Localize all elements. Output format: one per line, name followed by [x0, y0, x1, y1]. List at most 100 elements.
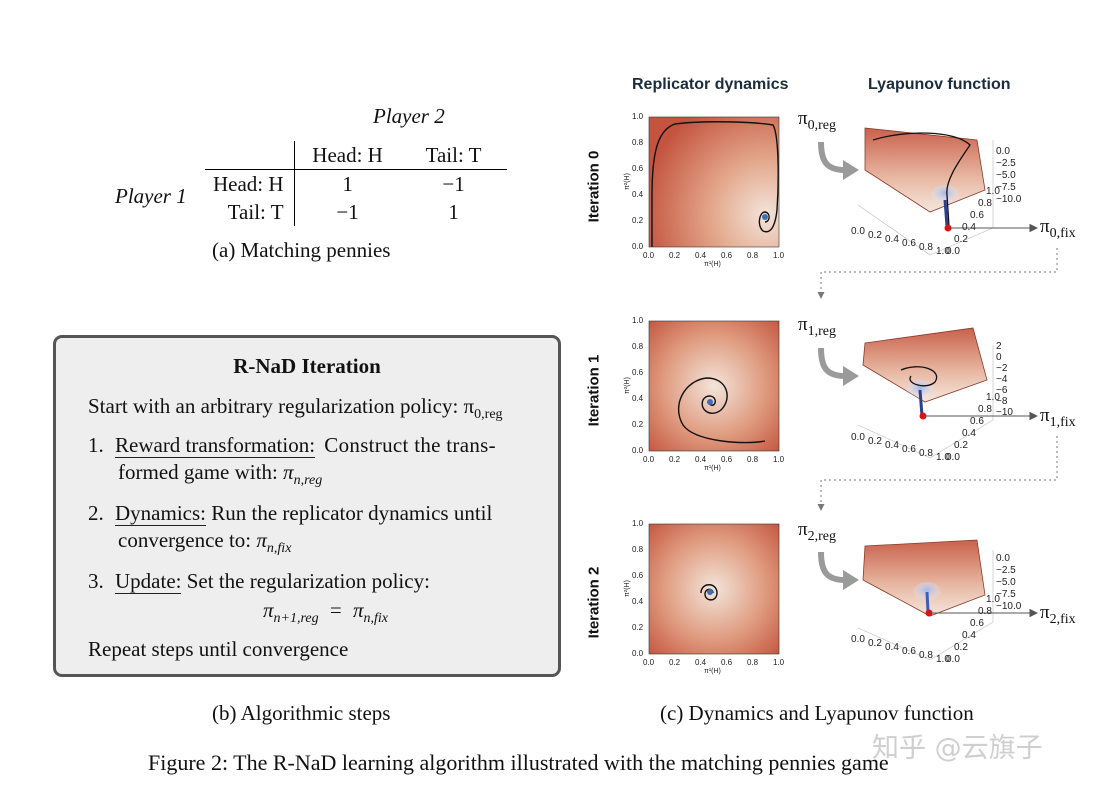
repeat-text: Repeat steps until convergence	[88, 637, 349, 661]
y-tick-label: 0.6	[632, 164, 644, 173]
y-tick-label: 0.4	[632, 190, 644, 199]
step3-rhs: π	[352, 598, 364, 622]
pi-reg-1: π1,reg	[798, 314, 836, 339]
heatmap-2	[649, 524, 779, 654]
iteration-2-row	[648, 523, 1039, 661]
y-tick-label: 1.0	[632, 316, 644, 325]
player1-label: Player 1	[115, 184, 187, 208]
start-text: Start with an arbitrary regularization p…	[88, 394, 459, 418]
spiral-center-1	[707, 399, 713, 405]
figure-caption: Figure 2: The R-NaD learning algorithm i…	[148, 750, 889, 775]
col-title-lyapunov: Lyapunov function	[868, 76, 1011, 93]
step1-symbol: π	[283, 460, 294, 484]
base-x-tick-label: 0.4	[885, 642, 899, 653]
y-tick-label: 0.2	[632, 216, 644, 225]
x-tick-label: 0.0	[643, 251, 655, 260]
base-x-tick-label: 0.0	[851, 634, 865, 645]
pi-fix-1: π1,fix	[1040, 405, 1076, 430]
z-tick-label: −5.0	[996, 170, 1016, 181]
pi-fix-0: π0,fix	[1040, 216, 1076, 241]
step2-line-b: convergence to: πn,fix	[118, 528, 291, 557]
y-tick-label: 1.0	[632, 112, 644, 121]
z-tick-label: −10	[996, 407, 1013, 418]
z-tick-label: 2	[996, 341, 1002, 352]
trajectory-1	[677, 377, 766, 444]
base-y-tick-label: 0.4	[962, 428, 976, 439]
z-tick-label: −5.0	[996, 577, 1016, 588]
pi-reg-0: π0,reg	[798, 108, 836, 133]
z-tick-label: 0	[996, 352, 1002, 363]
col-header-tail: Tail: T	[400, 141, 507, 170]
step3-equation: πn+1,reg = πn,fix	[263, 598, 388, 627]
heatmap-1	[649, 321, 779, 451]
x-tick-label: 0.2	[669, 455, 681, 464]
z-tick-label: −4	[996, 374, 1008, 385]
base-x-tick-label: 0.0	[851, 226, 865, 237]
col-header-head: Head: H	[294, 141, 401, 170]
spiral-center-2	[707, 589, 713, 595]
base-y-tick-label: 0.0	[946, 654, 960, 665]
z-tick-label: −8	[996, 396, 1008, 407]
x-tick-label: 0.8	[747, 251, 759, 260]
caption-a: (a) Matching pennies	[212, 238, 391, 262]
y-tick-label: 0.6	[632, 571, 644, 580]
base-y-tick-label: 0.8	[978, 198, 992, 209]
z-tick-label: −2	[996, 363, 1008, 374]
payoff-cell: −1	[442, 172, 465, 196]
heatmap-0	[649, 117, 779, 247]
base-y-tick-label: 0.2	[954, 642, 968, 653]
base-x-tick-label: 0.2	[868, 230, 882, 241]
y-tick-label: 0.0	[632, 242, 644, 251]
gray-arrow-2	[818, 551, 846, 583]
connector-0-1	[817, 248, 1058, 299]
y-tick-label: 0.4	[632, 597, 644, 606]
step1-line-b: formed game with: πn,reg	[118, 460, 322, 489]
x-tick-label: 1.0	[773, 251, 785, 260]
payoff-cell: 1	[448, 200, 459, 224]
fix-point-2	[925, 609, 933, 617]
step2-text-a: Run the replicator dynamics until	[211, 501, 493, 525]
x-tick-label: 0.0	[643, 658, 655, 667]
step2-name: Dynamics:	[115, 501, 206, 526]
spiral-center-0	[762, 214, 768, 220]
base-x-tick-label: 0.6	[902, 238, 916, 249]
y-tick-label: 0.6	[632, 368, 644, 377]
x-axis-label: π¹(H)	[704, 465, 721, 472]
payoff-table: Head: H Tail: T Head: H 1 −1 Tail: T −1 …	[205, 141, 507, 226]
start-sub: 0,reg	[474, 407, 503, 423]
x-tick-label: 0.8	[747, 658, 759, 667]
step3-rhs-sub: n,fix	[363, 611, 389, 627]
y-tick-label: 0.8	[632, 342, 644, 351]
step3-line-a: 3. Update: Set the regularization policy…	[88, 569, 430, 594]
iteration-1-row	[648, 320, 1039, 459]
base-y-tick-label: 0.4	[962, 222, 976, 233]
step2-text-b: convergence to:	[118, 528, 252, 552]
y-tick-label: 0.2	[632, 420, 644, 429]
base-x-tick-label: 0.6	[902, 444, 916, 455]
dynamics-figure	[648, 116, 1058, 661]
caption-c: (c) Dynamics and Lyapunov function	[660, 701, 974, 725]
base-x-tick-label: 0.0	[851, 432, 865, 443]
step1-line-a: 1. Reward transformation: Construct the …	[88, 433, 496, 458]
gray-arrow-head-2	[843, 570, 859, 590]
x-tick-label: 0.6	[721, 455, 733, 464]
y-tick-label: 0.8	[632, 138, 644, 147]
y-tick-label: 0.2	[632, 623, 644, 632]
base-y-tick-label: 1.0	[986, 594, 1000, 605]
x-tick-label: 0.4	[695, 455, 707, 464]
step3-num: 3.	[88, 569, 104, 593]
x-tick-label: 1.0	[773, 658, 785, 667]
base-y-tick-label: 0.0	[946, 246, 960, 257]
base-y-tick-label: 0.6	[970, 416, 984, 427]
base-y-tick-label: 0.0	[946, 452, 960, 463]
x-axis-label: π¹(H)	[704, 261, 721, 268]
base-y-tick-label: 0.6	[970, 210, 984, 221]
y-tick-label: 0.0	[632, 649, 644, 658]
payoff-cell: −1	[336, 200, 359, 224]
step3-lhs-sub: n+1,reg	[273, 611, 319, 627]
step3-lhs: π	[263, 598, 274, 622]
row-header-tail: Tail: T	[205, 198, 295, 226]
x-axis-label: π¹(H)	[704, 668, 721, 675]
base-x-tick-label: 0.2	[868, 638, 882, 649]
start-line: Start with an arbitrary regularization p…	[88, 394, 503, 423]
